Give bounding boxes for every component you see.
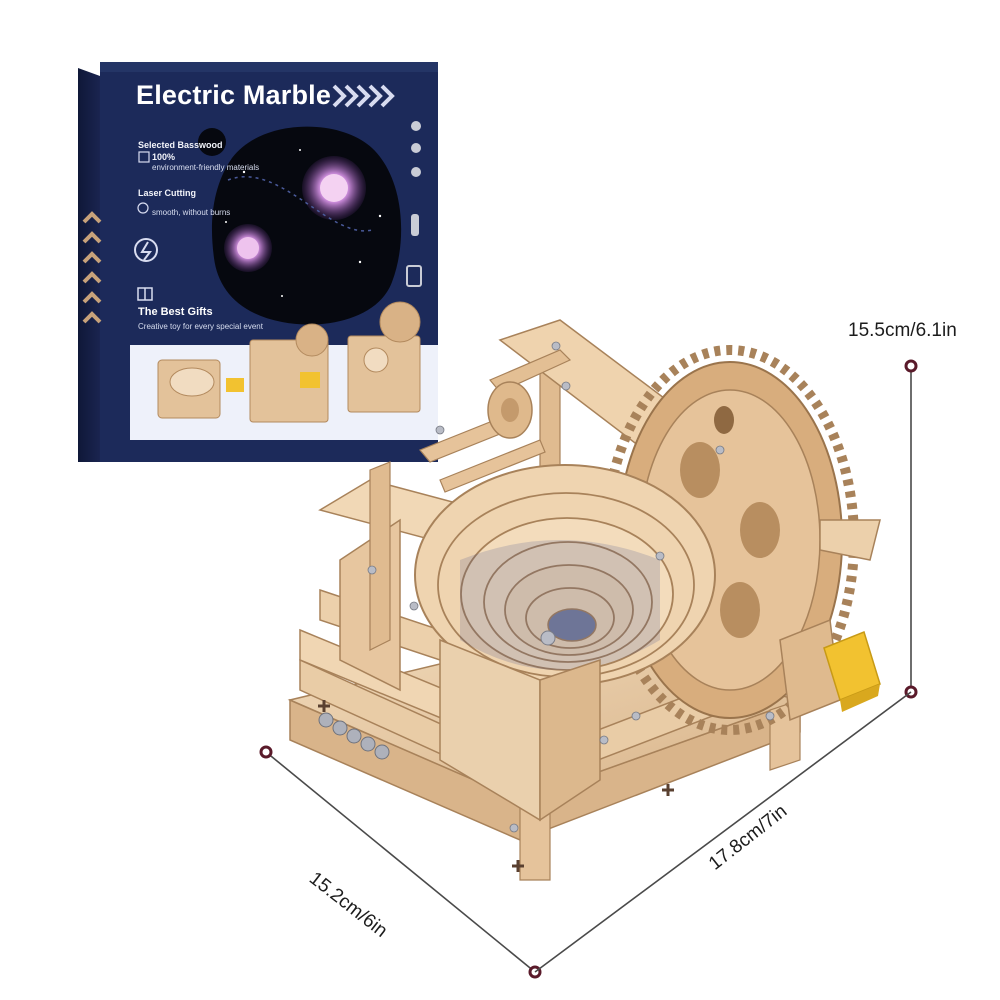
side-chevrons [82, 211, 102, 324]
height-label: 15.5cm/6.1in [848, 320, 957, 341]
laser-icon [137, 202, 149, 214]
lightning-icon [134, 238, 158, 262]
screws [367, 341, 775, 833]
feature-laser-caption: smooth, without burns [152, 208, 231, 217]
basswood-icon [138, 151, 150, 163]
width-dimension [534, 691, 912, 973]
stars [225, 149, 382, 297]
title-chevrons [332, 84, 395, 108]
product-box [78, 62, 438, 462]
feature-basswood-value: 100% [152, 152, 176, 162]
box-title: Electric Marble [136, 80, 332, 110]
box-marble-icons [406, 121, 422, 287]
box-top-edge [100, 62, 438, 72]
space-bubble [198, 128, 226, 156]
spiral-funnel [414, 464, 716, 686]
box-side [78, 68, 100, 462]
feature-laser-heading: Laser Cutting [138, 188, 197, 198]
planet-large-core [320, 174, 348, 202]
gifts-caption: Creative toy for every special event [138, 322, 263, 331]
planet-small-core [237, 237, 259, 259]
feature-basswood-caption: environment-friendly materials [152, 163, 260, 172]
model-thumbnails [157, 301, 421, 423]
height-dimension [904, 359, 918, 699]
plus-cutouts [318, 700, 674, 872]
feature-basswood-heading: Selected Basswood [138, 140, 223, 150]
marble-run-model [287, 319, 881, 881]
steel-marbles [318, 712, 390, 760]
orbit-path [227, 176, 373, 232]
gifts-heading: The Best Gifts [138, 306, 213, 318]
